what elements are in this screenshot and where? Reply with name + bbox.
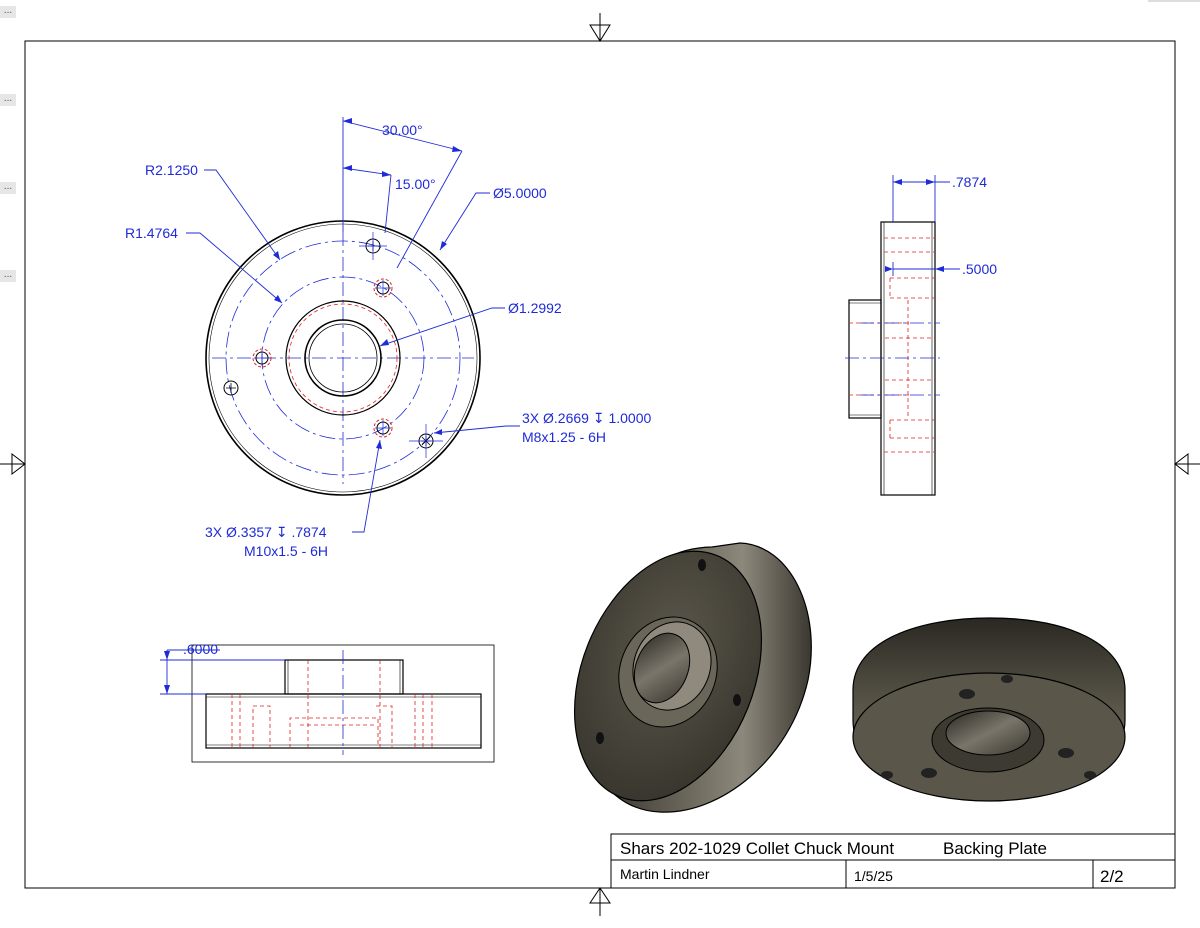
- side-tab-1[interactable]: ...: [0, 6, 16, 18]
- bolt-holes-outer: [223, 238, 434, 449]
- boss-height-label: .6000: [183, 641, 218, 657]
- dia-outer-label: Ø5.0000: [493, 185, 547, 201]
- render-back: [852, 617, 1126, 802]
- drawing-date: 1/5/25: [854, 868, 893, 884]
- hole-note-b-line2: M10x1.5 - 6H: [244, 543, 328, 559]
- part-name: Backing Plate: [943, 839, 1047, 858]
- dia-bore-label: Ø1.2992: [508, 300, 562, 316]
- right-view: .7874 .5000: [845, 174, 997, 496]
- side-tab-3[interactable]: ...: [0, 182, 16, 194]
- drawing-title: Shars 202-1029 Collet Chuck Mount: [620, 839, 894, 858]
- hole-note-a-line2: M8x1.25 - 6H: [522, 429, 606, 445]
- sheet-number: 2/2: [1100, 867, 1124, 886]
- depth-label: .5000: [962, 261, 997, 277]
- side-tab-4[interactable]: ...: [0, 270, 16, 282]
- hole-note-b-line1: 3X Ø.3357 ↧ .7874: [205, 524, 327, 540]
- thickness-label: .7874: [952, 174, 987, 190]
- bottom-view: .6000: [160, 641, 495, 763]
- radius-inner-label: R1.4764: [125, 225, 178, 241]
- angle-15-label: 15.00°: [395, 176, 436, 192]
- author-name: Martin Lindner: [620, 866, 710, 882]
- side-tab-2[interactable]: ...: [0, 94, 16, 106]
- hole-note-a-line1: 3X Ø.2669 ↧ 1.0000: [522, 410, 651, 426]
- title-block: Shars 202-1029 Collet Chuck Mount Backin…: [610, 833, 1176, 889]
- radius-outer-label: R2.1250: [145, 162, 198, 178]
- angle-30-label: 30.00°: [382, 122, 423, 138]
- front-view: 30.00° 15.00° R2.1250 R1.4764 Ø5.0000 Ø1…: [125, 117, 651, 559]
- render-front: [573, 542, 812, 813]
